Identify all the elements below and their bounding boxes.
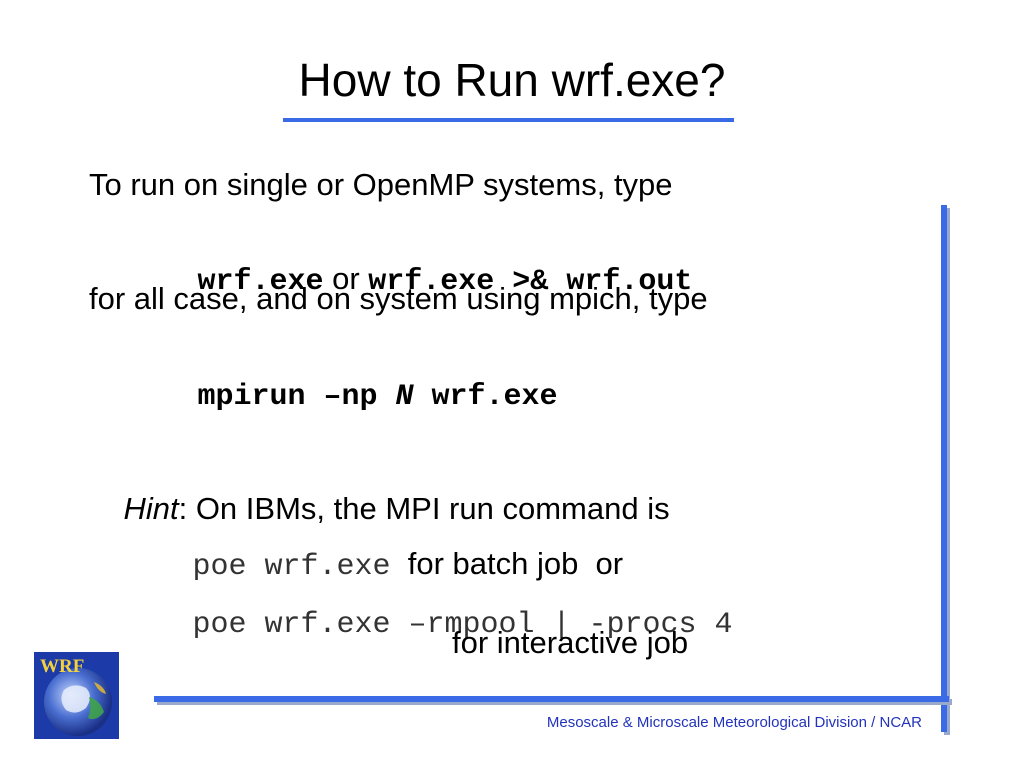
frame-horizontal-line bbox=[154, 696, 949, 702]
hint-label: Hint bbox=[123, 491, 179, 526]
hint-text: : On IBMs, the MPI run command is bbox=[178, 491, 670, 526]
body-line-2: wrf.exe or wrf.exe >& wrf.out bbox=[163, 222, 692, 339]
body-line-6: poe wrf.exe for batch job or bbox=[158, 507, 623, 624]
footer-text: Mesoscale & Microscale Meteorological Di… bbox=[546, 714, 922, 731]
command-wrf-exe: wrf.exe bbox=[197, 265, 324, 299]
body-line-1: To run on single or OpenMP systems, type bbox=[89, 167, 673, 202]
command-poe: poe wrf.exe bbox=[192, 550, 391, 584]
wrf-logo-text: WRF bbox=[40, 656, 84, 677]
frame-vertical-line bbox=[941, 205, 947, 732]
slide-title: How to Run wrf.exe? bbox=[298, 54, 726, 106]
command-wrf-exe-redirect: wrf.exe >& wrf.out bbox=[368, 265, 693, 299]
command-mpirun-exe: wrf.exe bbox=[413, 380, 558, 414]
command-poe-interactive: poe wrf.exe –rmpool | -procs 4 bbox=[192, 608, 733, 642]
body-line-7: poe wrf.exe –rmpool | -procs 4 bbox=[158, 565, 733, 682]
body-line-3: for all case, and on system using mpich,… bbox=[89, 281, 708, 316]
body-line-hint: Hint: On IBMs, the MPI run command is bbox=[89, 452, 670, 566]
command-mpirun: mpirun –np bbox=[197, 380, 396, 414]
command-mpirun-n: N bbox=[395, 380, 414, 414]
body-line-4: mpirun –np N wrf.exe bbox=[163, 337, 558, 454]
wrf-logo: WRF bbox=[34, 652, 119, 739]
title-underline bbox=[283, 118, 734, 122]
or-text: or bbox=[323, 261, 369, 296]
body-line-8: for interactive job bbox=[452, 625, 689, 660]
batch-job-text: for batch job or bbox=[390, 546, 624, 581]
